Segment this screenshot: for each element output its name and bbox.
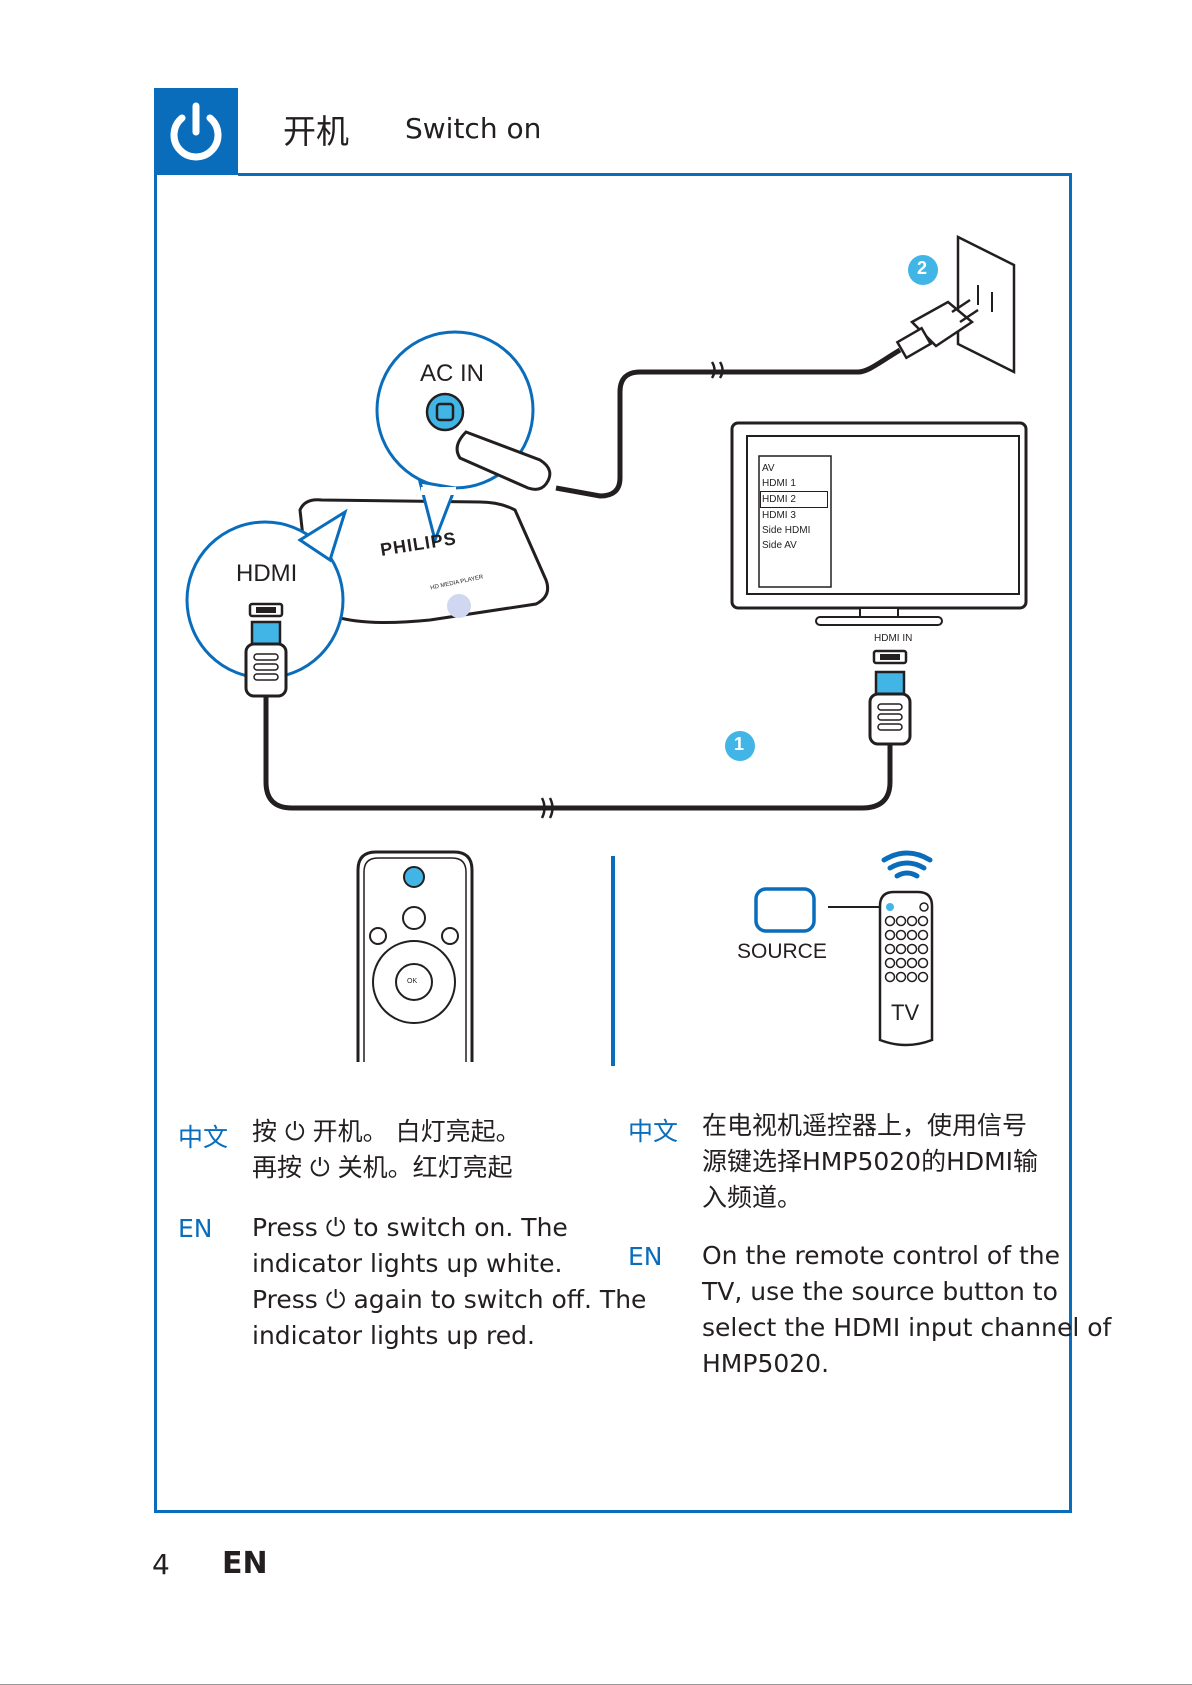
right-cn-line: 在电视机遥控器上，使用信号 — [702, 1111, 1028, 1140]
remote-key — [884, 957, 896, 969]
left-en-line: indicator lights up white. — [252, 1249, 563, 1278]
hdmi-label: HDMI — [236, 560, 298, 587]
left-cn-line: 按 ⏻ 开机。 白灯亮起。 — [252, 1117, 521, 1146]
remote-key — [895, 929, 907, 941]
tv-menu-item: HDMI 3 — [762, 510, 796, 521]
tv-menu-item-selected: HDMI 2 — [760, 491, 828, 508]
remote-key — [906, 943, 918, 955]
left-en-line: indicator lights up red. — [252, 1321, 535, 1350]
right-en-tag: EN — [628, 1242, 663, 1271]
remote-key — [884, 971, 896, 983]
media-player — [298, 498, 550, 624]
hdmi-callout — [185, 508, 348, 698]
remote-key — [884, 943, 896, 955]
right-cn-tag: 中文 — [628, 1117, 679, 1146]
content-frame — [154, 175, 1072, 1513]
remote-key — [917, 943, 929, 955]
source-label: SOURCE — [737, 940, 827, 963]
right-en-line: HMP5020. — [702, 1349, 830, 1378]
ac-in-callout — [375, 330, 552, 545]
wall-socket — [956, 234, 1016, 375]
remote-ok-label: OK — [407, 978, 418, 985]
step-2-number: 2 — [917, 258, 928, 278]
remote-key — [906, 929, 918, 941]
page-title-cn: 开机 — [283, 112, 349, 151]
tv-hdmi-connector — [868, 649, 912, 746]
right-en-line: On the remote control of the — [702, 1241, 1061, 1270]
remote-key — [884, 915, 896, 927]
right-cn-line: 源键选择HMP5020的HDMI输 — [702, 1147, 1039, 1176]
ac-in-label: AC IN — [420, 360, 485, 387]
tv-input-menu: AV HDMI 1 HDMI 2 HDMI 3 Side HDMI Side A… — [760, 461, 828, 553]
tv-menu-item: AV — [762, 463, 775, 474]
page-title-en: Switch on — [405, 112, 542, 145]
step-1-badge — [725, 731, 755, 761]
connection-diagram — [185, 234, 1028, 1066]
remote-key — [884, 929, 896, 941]
right-en-line: select the HDMI input channel of — [702, 1313, 1112, 1342]
right-en-line: TV, use the source button to — [702, 1277, 1058, 1306]
left-en-line: Press ⏻ to switch on. The — [252, 1213, 568, 1242]
remote-key — [906, 971, 918, 983]
tv-menu-item: HDMI 1 — [762, 478, 796, 489]
remote-key — [917, 957, 929, 969]
signal-icon — [881, 850, 933, 879]
tv-menu-item: Side AV — [762, 540, 797, 551]
remote-key — [895, 943, 907, 955]
remote-key — [917, 915, 929, 927]
left-en-tag: EN — [178, 1214, 213, 1243]
right-cn-text: 在电视机遥控器上，使用信号 源键选择HMP5020的HDMI输 入频道。 — [702, 1108, 1038, 1216]
tv-remote — [878, 890, 934, 1047]
power-plug — [895, 298, 979, 360]
source-button-icon — [754, 887, 816, 933]
left-cn-tag: 中文 — [178, 1123, 229, 1152]
tv-remote-label: TV — [891, 1000, 920, 1025]
power-header-block — [154, 88, 238, 175]
remote-key — [895, 915, 907, 927]
tv-menu-item: Side HDMI — [762, 525, 811, 536]
tv — [730, 421, 1028, 626]
left-cn-text: 按 ⏻ 开机。 白灯亮起。 再按 ⏻ 关机。红灯亮起 — [252, 1114, 521, 1186]
right-cn-line: 入频道。 — [702, 1183, 803, 1212]
remote-key — [895, 971, 907, 983]
player-remote — [356, 850, 474, 1062]
remote-key — [895, 957, 907, 969]
footer-language: EN — [222, 1546, 268, 1581]
page-number: 4 — [152, 1548, 170, 1581]
left-en-text: Press ⏻ to switch on. The indicator ligh… — [252, 1210, 646, 1354]
step-2-badge — [908, 255, 938, 285]
hdmi-in-label: HDMI IN — [874, 633, 913, 644]
remote-key — [917, 929, 929, 941]
left-en-line: Press ⏻ again to switch off. The — [252, 1285, 647, 1314]
power-icon — [170, 102, 222, 161]
step-1-number: 1 — [734, 734, 745, 754]
right-en-text: On the remote control of the TV, use the… — [702, 1238, 1111, 1382]
left-cn-line: 再按 ⏻ 关机。红灯亮起 — [252, 1153, 513, 1182]
remote-key — [906, 915, 918, 927]
frame-top-border — [238, 173, 1072, 176]
remote-key — [906, 957, 918, 969]
remote-key — [917, 971, 929, 983]
